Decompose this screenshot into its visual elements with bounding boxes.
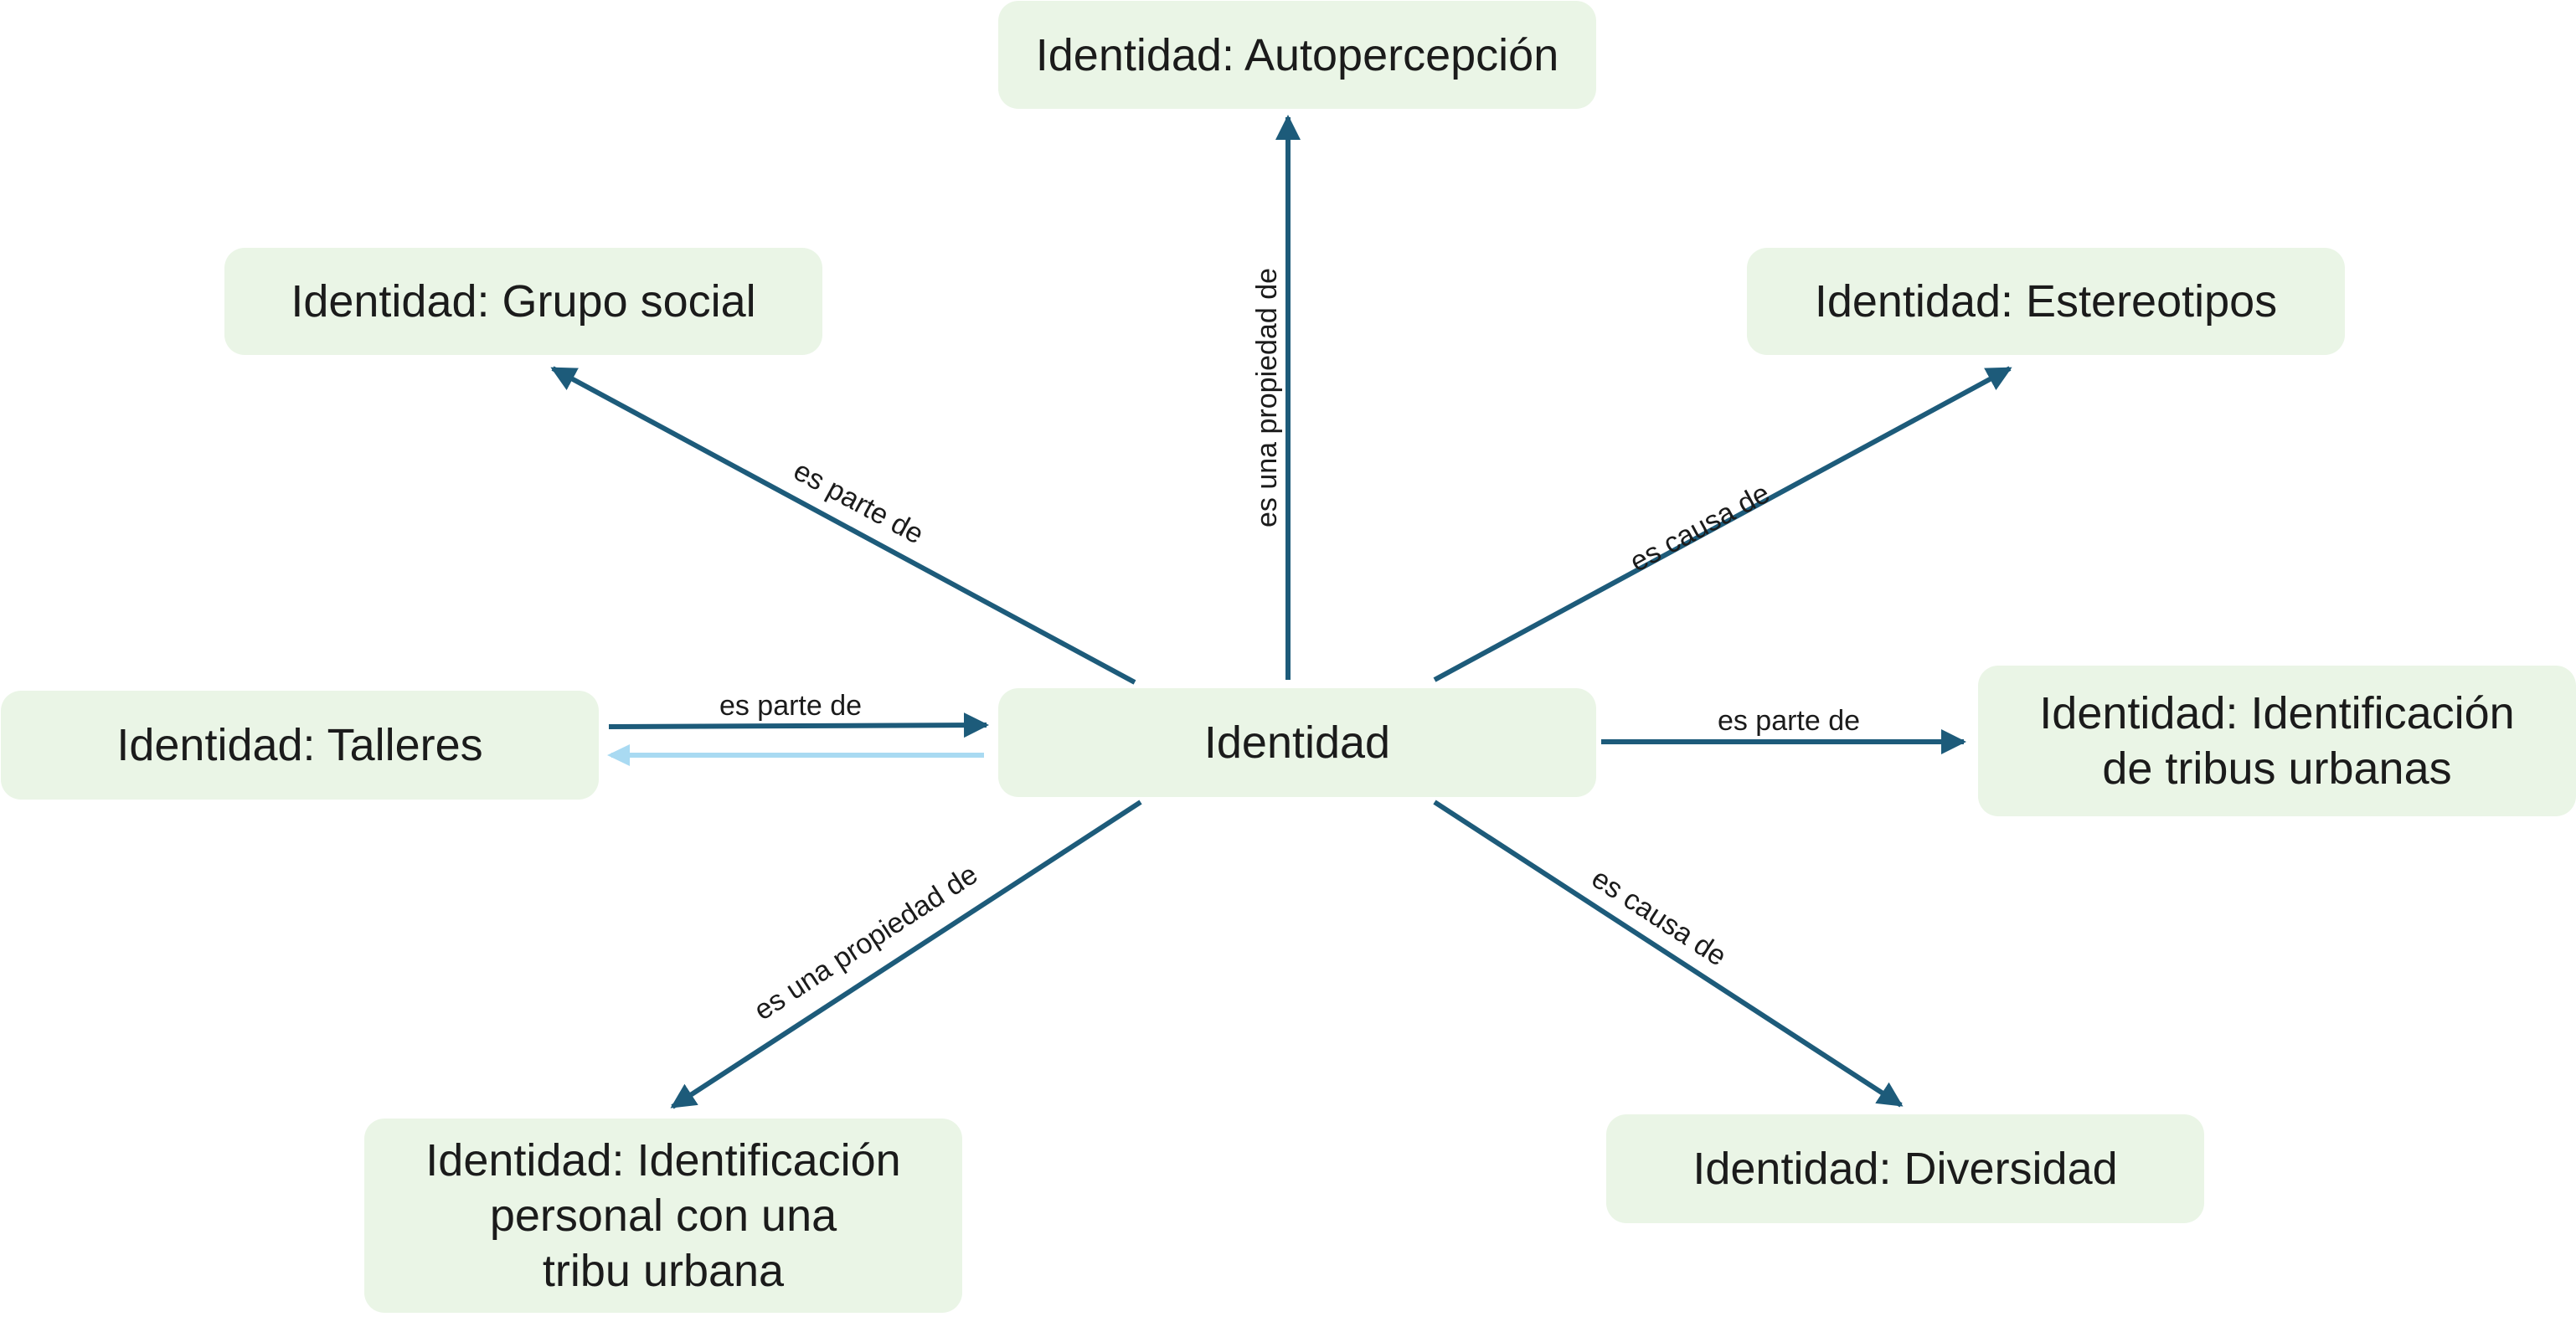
node-identificacion-personal-line-2: personal con una: [489, 1191, 837, 1241]
edge-to-tribus-urbanas: es parte de: [1601, 705, 1966, 754]
node-talleres[interactable]: Identidad: Talleres: [1, 691, 599, 800]
edge-talleres-to-center: es parte de: [607, 690, 989, 766]
edge-to-identificacion-personal: es una propiedad de: [670, 800, 1142, 1109]
node-estereotipos[interactable]: Identidad: Estereotipos: [1747, 248, 2345, 355]
node-diversidad[interactable]: Identidad: Diversidad: [1606, 1114, 2204, 1223]
node-estereotipos-label: Identidad: Estereotipos: [1814, 276, 2278, 327]
node-diversidad-label: Identidad: Diversidad: [1692, 1144, 2118, 1194]
arrowhead-light: [607, 744, 630, 766]
node-identificacion-personal-line-1: Identidad: Identificación: [425, 1135, 901, 1186]
node-grupo-social[interactable]: Identidad: Grupo social: [224, 248, 822, 355]
edge-label-tribus-urbanas: es parte de: [1718, 705, 1860, 737]
arrow-to-estereotipos: [1433, 366, 2012, 682]
node-tribus-urbanas[interactable]: Identidad: Identificación de tribus urba…: [1978, 666, 2576, 816]
arrow-to-grupo-social: [550, 366, 1136, 685]
node-tribus-urbanas-line-1: Identidad: Identificación: [2039, 688, 2515, 738]
arrow-to-identificacion-personal: [670, 800, 1142, 1109]
node-grupo-social-label: Identidad: Grupo social: [291, 276, 756, 327]
node-identificacion-personal-line-3: tribu urbana: [542, 1246, 785, 1296]
node-autopercepcion-label: Identidad: Autopercepción: [1035, 29, 1559, 80]
node-autopercepcion[interactable]: Identidad: Autopercepción: [998, 1, 1596, 109]
node-identidad-center[interactable]: Identidad: [998, 688, 1596, 797]
edge-label-identificacion-personal: es una propiedad de: [749, 858, 983, 1026]
edge-label-talleres: es parte de: [719, 690, 862, 722]
edge-label-estereotipos: es causa de: [1625, 477, 1775, 579]
edge-to-grupo-social: es parte de: [550, 366, 1136, 685]
arrow-talleres-to-center: [608, 712, 989, 738]
arrow-to-diversidad: [1433, 800, 1904, 1108]
node-talleres-label: Identidad: Talleres: [116, 720, 483, 770]
edge-to-estereotipos: es causa de: [1433, 366, 2012, 682]
edge-to-autopercepcion: es una propiedad de: [1251, 115, 1301, 680]
node-identidad-center-label: Identidad: [1203, 718, 1391, 768]
edge-label-autopercepcion: es una propiedad de: [1251, 268, 1283, 527]
node-tribus-urbanas-line-2: de tribus urbanas: [2102, 743, 2452, 794]
node-identificacion-personal[interactable]: Identidad: Identificación personal con u…: [364, 1119, 962, 1313]
edge-to-diversidad: es causa de: [1433, 800, 1904, 1108]
